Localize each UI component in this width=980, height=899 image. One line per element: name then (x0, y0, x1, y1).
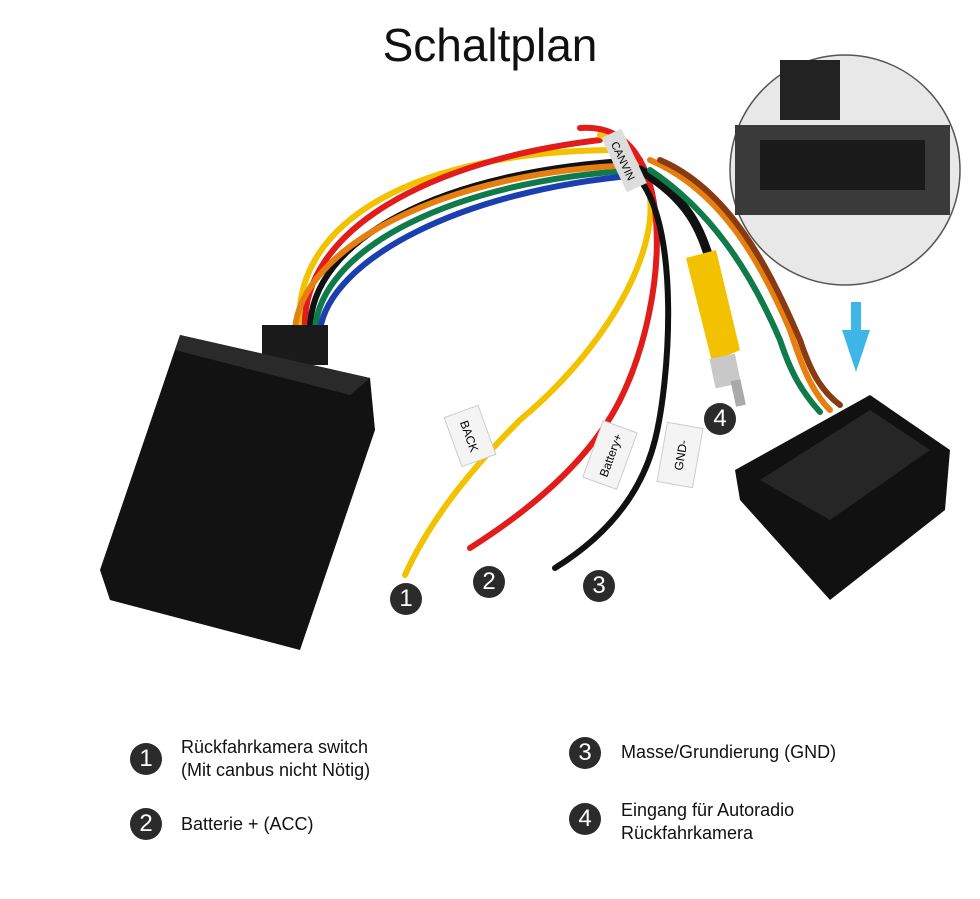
legend-item-4: Eingang für Autoradio Rückfahrkamera (621, 799, 794, 845)
legend-text: Batterie + (ACC) (181, 814, 314, 834)
marker-1: 1 (390, 583, 422, 615)
legend-text: Eingang für Autoradio (621, 800, 795, 820)
legend-marker-3: 3 (569, 737, 601, 769)
marker-2: 2 (473, 566, 505, 598)
down-arrow-icon (842, 302, 870, 372)
legend-text: Rückfahrkamera switch (181, 737, 369, 757)
legend-item-3: Masse/Grundierung (GND) (621, 741, 836, 764)
legend-item-2: Batterie + (ACC) (181, 813, 314, 836)
wire-tag-battery: Battery+ (582, 420, 638, 490)
svg-text:GND-: GND- (671, 439, 690, 472)
wire-tag-back: BACK (443, 404, 497, 468)
marker-4: 4 (704, 403, 736, 435)
page-title: Schaltplan (382, 19, 598, 71)
legend-text: Masse/Grundierung (GND) (621, 742, 837, 762)
legend-text: Rückfahrkamera (621, 823, 754, 843)
harness-connector (735, 395, 950, 600)
legend-marker-2: 2 (130, 808, 162, 840)
legend-marker-4: 4 (569, 803, 601, 835)
legend-marker-1: 1 (130, 743, 162, 775)
product-illustration: CANVIN BACK Battery+ GND- (100, 54, 961, 650)
connector-closeup-inset (729, 54, 961, 286)
rca-connector (686, 250, 746, 407)
legend-item-1: Rückfahrkamera switch (Mit canbus nicht … (181, 736, 370, 782)
marker-3: 3 (583, 570, 615, 602)
legend-text: (Mit canbus nicht Nötig) (181, 760, 371, 780)
wire-bundle (292, 124, 843, 578)
wire-tag-gnd: GND- (656, 421, 704, 489)
canbus-decoder-box (100, 325, 375, 650)
